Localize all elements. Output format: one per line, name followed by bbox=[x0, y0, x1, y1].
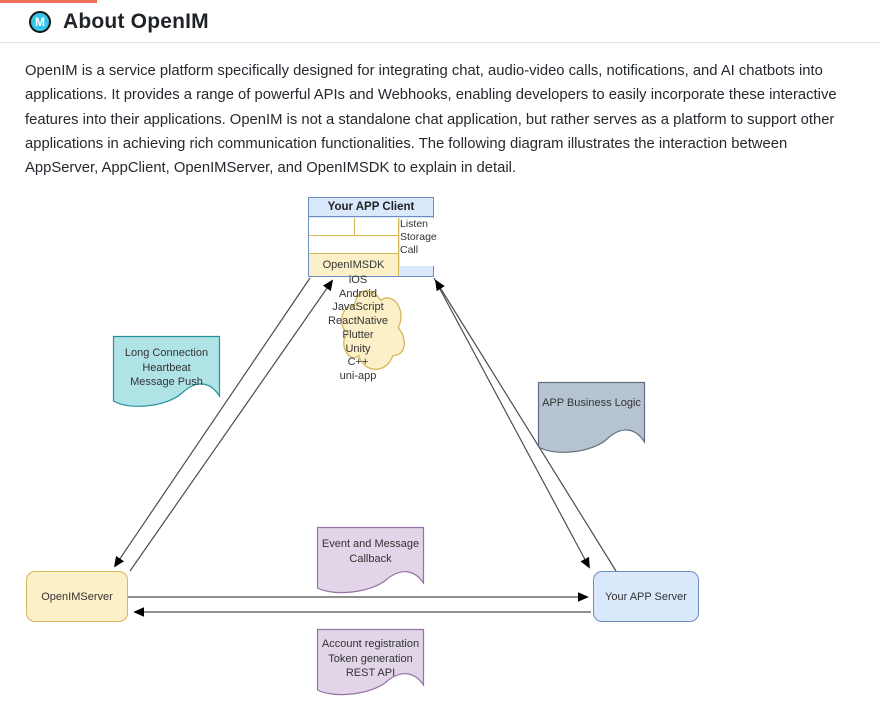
note-app-business-logic: APP Business Logic bbox=[537, 381, 646, 459]
note-line: Event and Message bbox=[321, 538, 420, 550]
top-accent-bar bbox=[0, 0, 97, 3]
client-side-labels: Listen Storage Call bbox=[400, 218, 437, 266]
note-line: APP Business Logic bbox=[542, 397, 641, 409]
arrow-appserver-to-client bbox=[435, 279, 617, 572]
note-event-callback: Event and Message Callback bbox=[316, 526, 425, 599]
client-cell-row-1 bbox=[309, 218, 399, 236]
sdk-platforms-list: iOS Android JavaScript ReactNative Flutt… bbox=[297, 274, 419, 384]
platform-cpp: C++ bbox=[347, 356, 369, 369]
note-line: Account registration bbox=[321, 638, 420, 650]
note-line: Long Connection bbox=[124, 347, 209, 359]
platform-android: Android bbox=[339, 287, 377, 300]
page-title: About OpenIM bbox=[63, 10, 209, 33]
node-your-app-client: Your APP Client OpenIMSDK Listen Storage… bbox=[308, 197, 437, 277]
note-line: Heartbeat bbox=[142, 361, 191, 374]
label-listen: Listen bbox=[400, 218, 429, 230]
node-label: Your APP Server bbox=[605, 590, 687, 603]
client-title: Your APP Client bbox=[309, 198, 433, 217]
note-line: Token generation bbox=[328, 652, 413, 665]
platform-uniapp: uni-app bbox=[339, 369, 377, 382]
cell-divider bbox=[354, 218, 355, 235]
node-label: OpenIMServer bbox=[41, 590, 113, 603]
intro-paragraph: OpenIM is a service platform specificall… bbox=[25, 63, 837, 177]
node-openimserver: OpenIMServer bbox=[26, 571, 128, 622]
openim-logo-icon: M bbox=[29, 11, 51, 33]
label-storage: Storage bbox=[400, 231, 437, 243]
note-long-connection: Long Connection Heartbeat Message Push bbox=[112, 335, 221, 413]
logo-letter: M bbox=[35, 15, 45, 29]
page-header: M About OpenIM bbox=[29, 10, 209, 34]
arrow-openimserver-to-client bbox=[129, 279, 334, 572]
arrow-client-to-appserver bbox=[433, 277, 590, 569]
platform-flutter: Flutter bbox=[342, 328, 374, 341]
title-divider bbox=[0, 42, 881, 43]
node-openimsdk: OpenIMSDK bbox=[309, 253, 399, 276]
platform-reactnative: ReactNative bbox=[328, 315, 388, 328]
node-your-app-server: Your APP Server bbox=[593, 571, 699, 622]
note-line: REST API bbox=[345, 667, 396, 679]
client-cell-row-2 bbox=[309, 236, 399, 253]
note-line: Message Push bbox=[130, 376, 203, 388]
sdk-platforms-cloud bbox=[340, 289, 405, 371]
label-call: Call bbox=[400, 244, 419, 256]
note-account-rest-api: Account registration Token generation RE… bbox=[316, 628, 425, 701]
connector-arrows bbox=[113, 277, 617, 617]
arrow-client-to-openimserver bbox=[113, 277, 311, 568]
client-cells: OpenIMSDK bbox=[309, 218, 399, 276]
architecture-diagram: Your APP Client OpenIMSDK Listen Storage… bbox=[0, 190, 881, 715]
platform-unity: Unity bbox=[345, 342, 371, 355]
platform-javascript: JavaScript bbox=[332, 301, 384, 314]
platform-ios: iOS bbox=[348, 274, 368, 286]
note-line: Callback bbox=[349, 552, 392, 565]
